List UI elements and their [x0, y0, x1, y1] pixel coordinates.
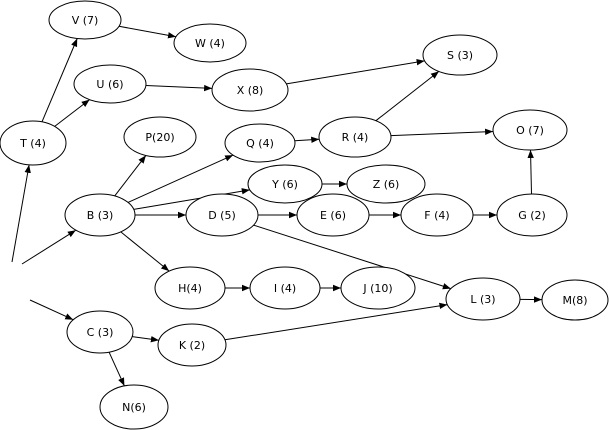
- node-o-label: O (7): [516, 124, 544, 137]
- node-u: U (6): [73, 64, 147, 104]
- edge-q-r: [294, 136, 320, 143]
- node-h: H(4): [154, 266, 226, 310]
- node-k-shape: [157, 323, 227, 367]
- edge-c-k: [132, 336, 159, 343]
- node-p-shape: [123, 116, 197, 158]
- node-c-label: C (3): [87, 326, 114, 339]
- node-w-shape: [173, 23, 247, 63]
- node-n: N(6): [99, 384, 169, 430]
- node-u-label: U (6): [96, 78, 123, 91]
- node-g-shape: [496, 193, 568, 237]
- node-i-label: I (4): [274, 282, 296, 295]
- node-h-shape: [154, 266, 226, 310]
- node-x: X (8): [211, 68, 289, 112]
- node-n-label: N(6): [122, 401, 146, 414]
- node-p-label: P(20): [145, 131, 174, 144]
- node-m-shape: [541, 279, 609, 321]
- node-k: K (2): [157, 323, 227, 367]
- node-e-label: E (6): [320, 209, 346, 222]
- edge-b-h: [120, 231, 170, 272]
- node-t: T (4): [0, 120, 67, 166]
- node-o-shape: [492, 109, 568, 151]
- node-v-shape: [48, 0, 122, 40]
- node-k-label: K (2): [179, 339, 205, 352]
- edge-t-u: [54, 99, 90, 127]
- edge-b-q: [127, 154, 234, 203]
- edge-b-p: [114, 155, 147, 197]
- node-f: F (4): [400, 193, 474, 237]
- node-c-shape: [66, 310, 134, 354]
- edge-start1-t: [11, 164, 31, 263]
- node-r-label: R (4): [342, 131, 369, 144]
- node-y-shape: [247, 164, 323, 204]
- node-s-shape: [422, 34, 498, 76]
- node-l-label: L (3): [470, 293, 495, 306]
- edge-b-y: [133, 188, 250, 210]
- node-u-shape: [73, 64, 147, 104]
- node-j-label: J (10): [362, 282, 392, 295]
- node-f-shape: [400, 193, 474, 237]
- node-s-label: S (3): [447, 49, 473, 62]
- node-i: I (4): [249, 266, 321, 310]
- node-d-label: D (5): [208, 209, 236, 222]
- edge-c-n: [108, 351, 125, 387]
- node-b-shape: [64, 193, 136, 237]
- node-e: E (6): [296, 193, 370, 237]
- node-q-label: Q (4): [246, 137, 274, 150]
- node-g-label: G (2): [518, 209, 546, 222]
- node-p: P(20): [123, 116, 197, 158]
- node-w-label: W (4): [195, 37, 225, 50]
- node-v: V (7): [48, 0, 122, 40]
- node-l-shape: [445, 277, 521, 321]
- edge-g-o: [527, 149, 534, 195]
- node-x-label: X (8): [237, 84, 264, 97]
- node-b: B (3): [64, 193, 136, 237]
- node-d-shape: [185, 193, 259, 237]
- node-q-shape: [224, 123, 296, 163]
- edge-x-s: [286, 59, 425, 85]
- node-m-label: M(8): [562, 294, 587, 307]
- node-t-label: T (4): [19, 137, 46, 150]
- node-f-label: F (4): [424, 209, 449, 222]
- node-m: M(8): [541, 279, 609, 321]
- node-d: D (5): [185, 193, 259, 237]
- node-l: L (3): [445, 277, 521, 321]
- node-r: R (4): [318, 116, 392, 158]
- node-y-label: Y (6): [271, 178, 298, 191]
- node-y: Y (6): [247, 164, 323, 204]
- node-q: Q (4): [224, 123, 296, 163]
- edge-u-x: [145, 84, 213, 92]
- edge-d-l: [253, 224, 451, 290]
- node-s: S (3): [422, 34, 498, 76]
- node-e-shape: [296, 193, 370, 237]
- edge-r-s: [375, 71, 440, 122]
- node-h-label: H(4): [178, 282, 202, 295]
- node-z-label: Z (6): [373, 178, 400, 191]
- node-c: C (3): [66, 310, 134, 354]
- node-o: O (7): [492, 109, 568, 151]
- edge-start3-c: [29, 299, 74, 321]
- node-g: G (2): [496, 193, 568, 237]
- node-v-label: V (7): [72, 14, 99, 27]
- node-b-label: B (3): [87, 209, 114, 222]
- edge-start2-b: [21, 229, 77, 265]
- edge-t-v: [41, 38, 78, 122]
- node-j: J (10): [340, 266, 416, 310]
- edge-v-w: [118, 25, 177, 39]
- node-w: W (4): [173, 23, 247, 63]
- edge-k-l: [224, 302, 448, 341]
- node-i-shape: [249, 266, 321, 310]
- node-r-shape: [318, 116, 392, 158]
- node-j-shape: [340, 266, 416, 310]
- node-n-shape: [99, 384, 169, 430]
- node-t-shape: [0, 120, 67, 166]
- node-x-shape: [211, 68, 289, 112]
- node-z-shape: [346, 164, 426, 204]
- edge-r-o: [390, 128, 494, 137]
- node-z: Z (6): [346, 164, 426, 204]
